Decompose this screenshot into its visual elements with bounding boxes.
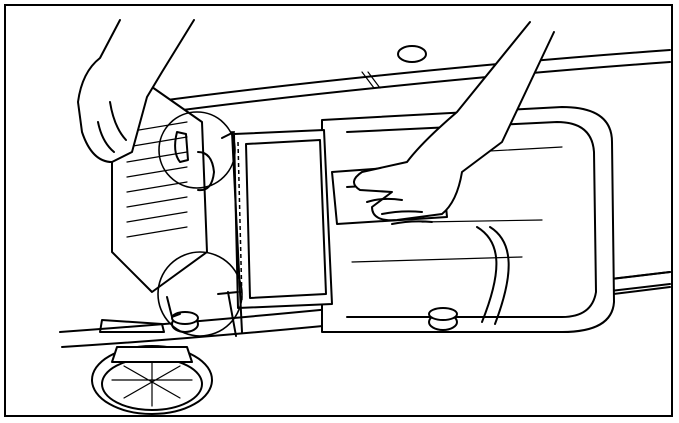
mower-grass-box-illustration — [59, 19, 671, 415]
highlight-circle-top — [158, 111, 236, 189]
left-hand-icon — [77, 19, 195, 163]
highlight-circle-bottom — [157, 251, 243, 337]
latch-details — [99, 131, 215, 333]
illustration-frame — [4, 4, 673, 417]
mower-wheel-icon — [91, 345, 213, 415]
flap-frame — [217, 129, 333, 337]
right-hand-icon — [353, 21, 555, 225]
adjust-knob-icon — [171, 45, 458, 333]
